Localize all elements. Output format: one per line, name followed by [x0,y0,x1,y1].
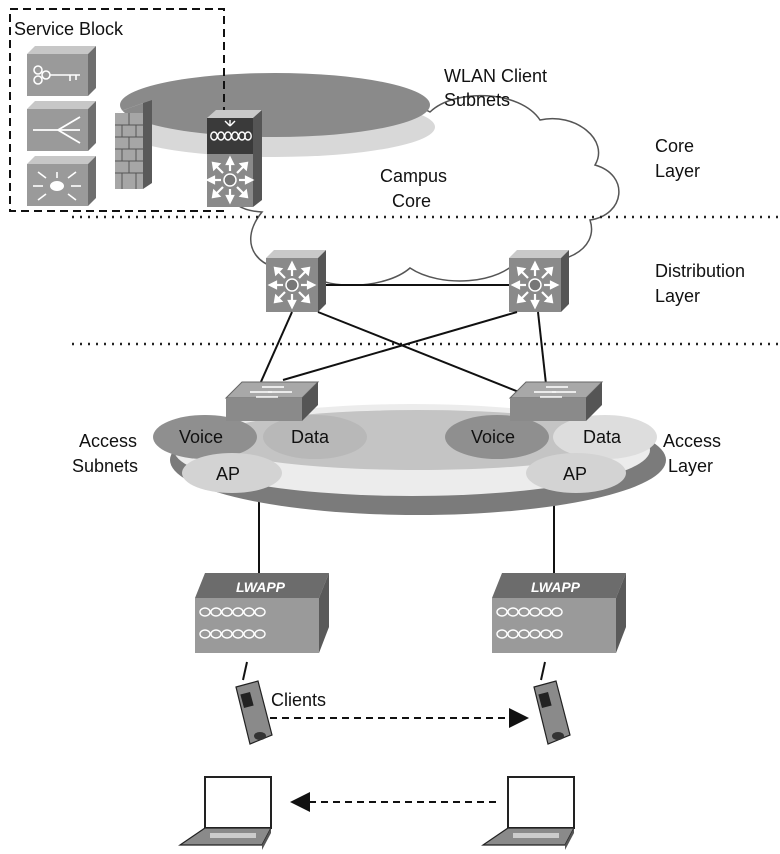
ap-right-label: AP [563,464,587,484]
laptop-left-icon [178,776,272,850]
lwapp-left-label: LWAPP [236,579,286,595]
ids-sensor-icon [27,156,96,206]
distribution-switch-right-icon [509,250,569,312]
core-layer-label-line1: Core [655,136,694,156]
distribution-layer-label-line2: Layer [655,286,700,306]
wlan-client-subnets-ellipse [115,73,435,157]
access-subnets-ellipse [153,404,666,515]
campus-core-label-line1: Campus [380,166,447,186]
voice-right-label: Voice [471,427,515,447]
access-subnets-label-line1: Access [79,431,137,451]
lwapp-ap-right-icon [492,573,626,653]
data-right-label: Data [583,427,622,447]
data-left-label: Data [291,427,330,447]
wlan-client-subnets-label-line1: WLAN Client [444,66,547,86]
access-subnets-label-line2: Subnets [72,456,138,476]
wlan-client-subnets-label-line2: Subnets [444,90,510,110]
access-layer-label-line1: Access [663,431,721,451]
phone-right-icon [533,661,571,745]
campus-core-label-line2: Core [392,191,431,211]
access-layer-label-line2: Layer [668,456,713,476]
ap-left-label: AP [216,464,240,484]
distribution-switch-left-icon [266,250,326,312]
lwapp-right-label: LWAPP [531,579,581,595]
firewall-icon [115,100,152,189]
clients-label: Clients [271,690,326,710]
distribution-layer-label-line1: Distribution [655,261,745,281]
lwapp-ap-left-icon [195,573,329,653]
core-layer-label-line2: Layer [655,161,700,181]
core-switch-wlc-icon [206,110,262,207]
content-switch-icon [27,101,96,151]
voice-left-label: Voice [179,427,223,447]
service-block-label: Service Block [14,19,124,39]
phone-left-icon [235,661,273,745]
key-server-icon [27,46,96,96]
access-switch-left-icon [224,381,320,421]
laptop-right-icon [481,776,575,850]
access-switch-right-icon [508,381,604,421]
